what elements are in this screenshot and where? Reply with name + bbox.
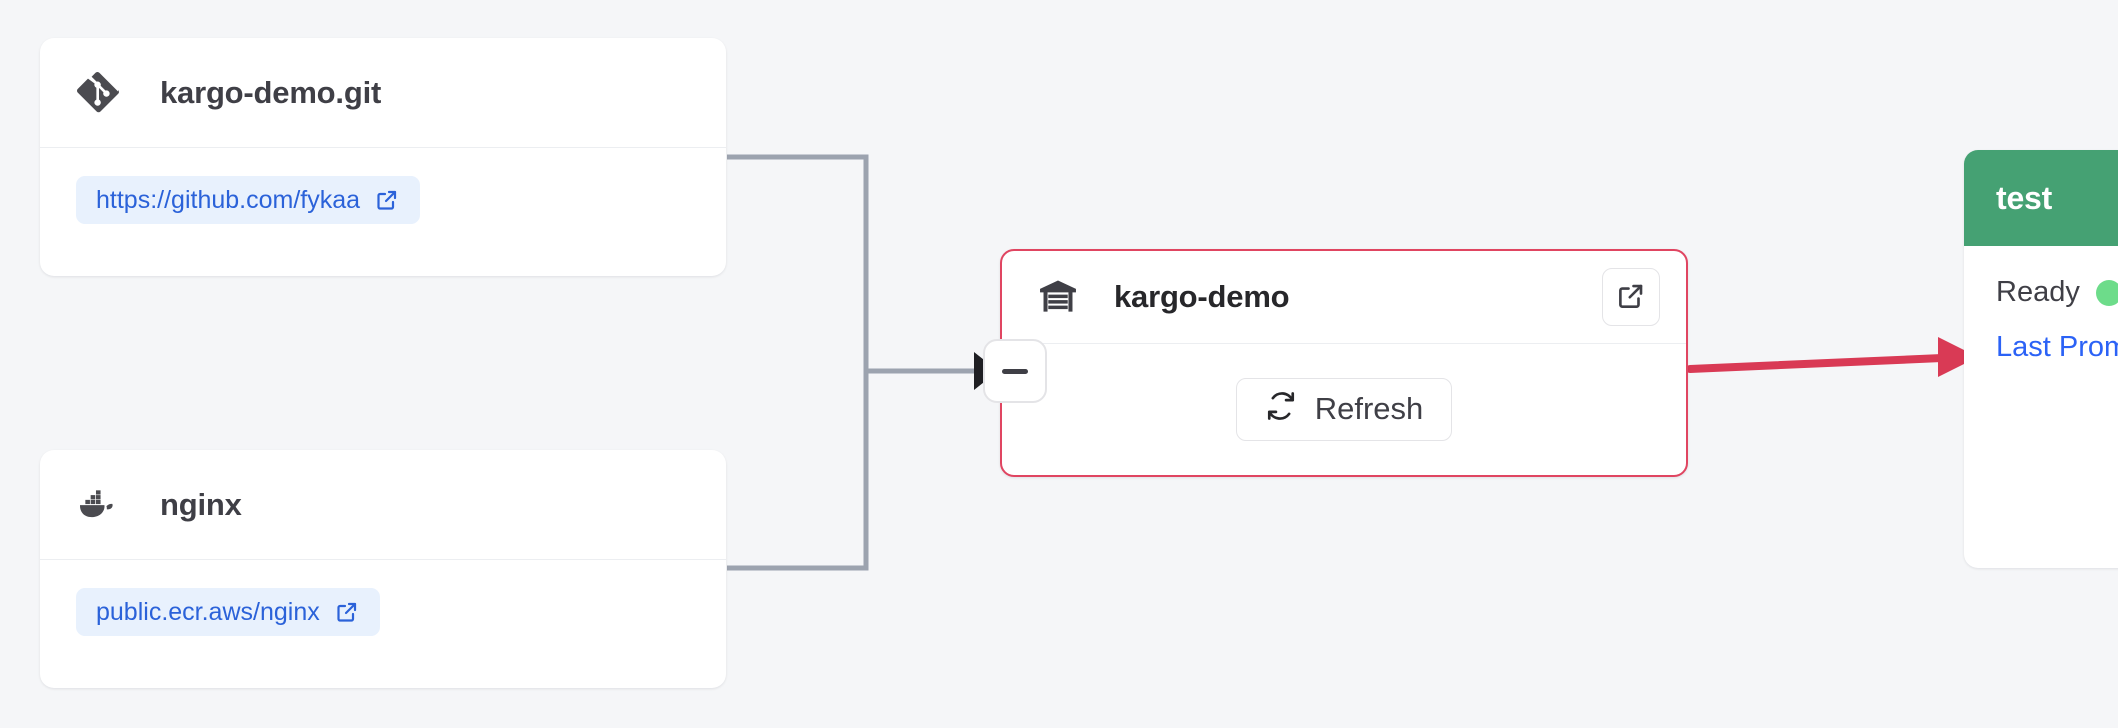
external-link-icon	[1616, 281, 1646, 314]
git-card-body: https://github.com/fykaa	[40, 148, 726, 224]
git-subscription-node[interactable]: kargo-demo.git https://github.com/fykaa	[40, 38, 726, 276]
stage-status-label: Ready	[1996, 276, 2080, 308]
warehouse-header: kargo-demo	[1002, 251, 1686, 344]
collapse-toggle-button[interactable]	[983, 339, 1047, 403]
minus-icon	[1002, 368, 1028, 374]
image-repo-link-label: public.ecr.aws/nginx	[96, 597, 320, 626]
refresh-button[interactable]: Refresh	[1235, 377, 1453, 442]
warehouse-title: kargo-demo	[1114, 279, 1290, 314]
stage-node-test[interactable]: test Ready Last Prom	[1964, 150, 2118, 568]
external-link-icon	[334, 599, 360, 625]
git-icon	[76, 71, 120, 115]
docker-icon	[76, 483, 120, 527]
git-card-header: kargo-demo.git	[40, 38, 726, 148]
git-repo-link[interactable]: https://github.com/fykaa	[76, 176, 421, 224]
image-card-title: nginx	[160, 486, 242, 522]
edge-git-to-warehouse	[727, 154, 869, 371]
image-repo-link[interactable]: public.ecr.aws/nginx	[76, 588, 380, 636]
external-link-icon	[374, 187, 400, 213]
refresh-button-label: Refresh	[1314, 391, 1424, 427]
warehouse-node[interactable]: kargo-demo	[1000, 249, 1688, 477]
last-promotion-link[interactable]: Last Prom	[1996, 331, 2118, 363]
image-card-header: nginx	[40, 450, 726, 560]
status-dot-icon	[2095, 279, 2118, 306]
edge-warehouse-to-stage	[1686, 353, 1969, 373]
image-subscription-node[interactable]: nginx public.ecr.aws/nginx	[40, 450, 726, 688]
warehouse-icon	[1036, 275, 1080, 319]
git-card-title: kargo-demo.git	[160, 74, 382, 110]
image-card-body: public.ecr.aws/nginx	[40, 560, 726, 636]
stage-body: Ready Last Prom	[1964, 246, 2118, 364]
stage-header: test	[1964, 150, 2118, 246]
refresh-icon	[1265, 390, 1297, 429]
edge-image-to-warehouse	[727, 371, 869, 571]
warehouse-body: Refresh	[1002, 344, 1686, 475]
stage-title: test	[1996, 179, 2053, 216]
warehouse-open-button[interactable]	[1602, 268, 1660, 326]
git-repo-link-label: https://github.com/fykaa	[96, 185, 361, 214]
stage-status-row: Ready	[1996, 276, 2118, 309]
